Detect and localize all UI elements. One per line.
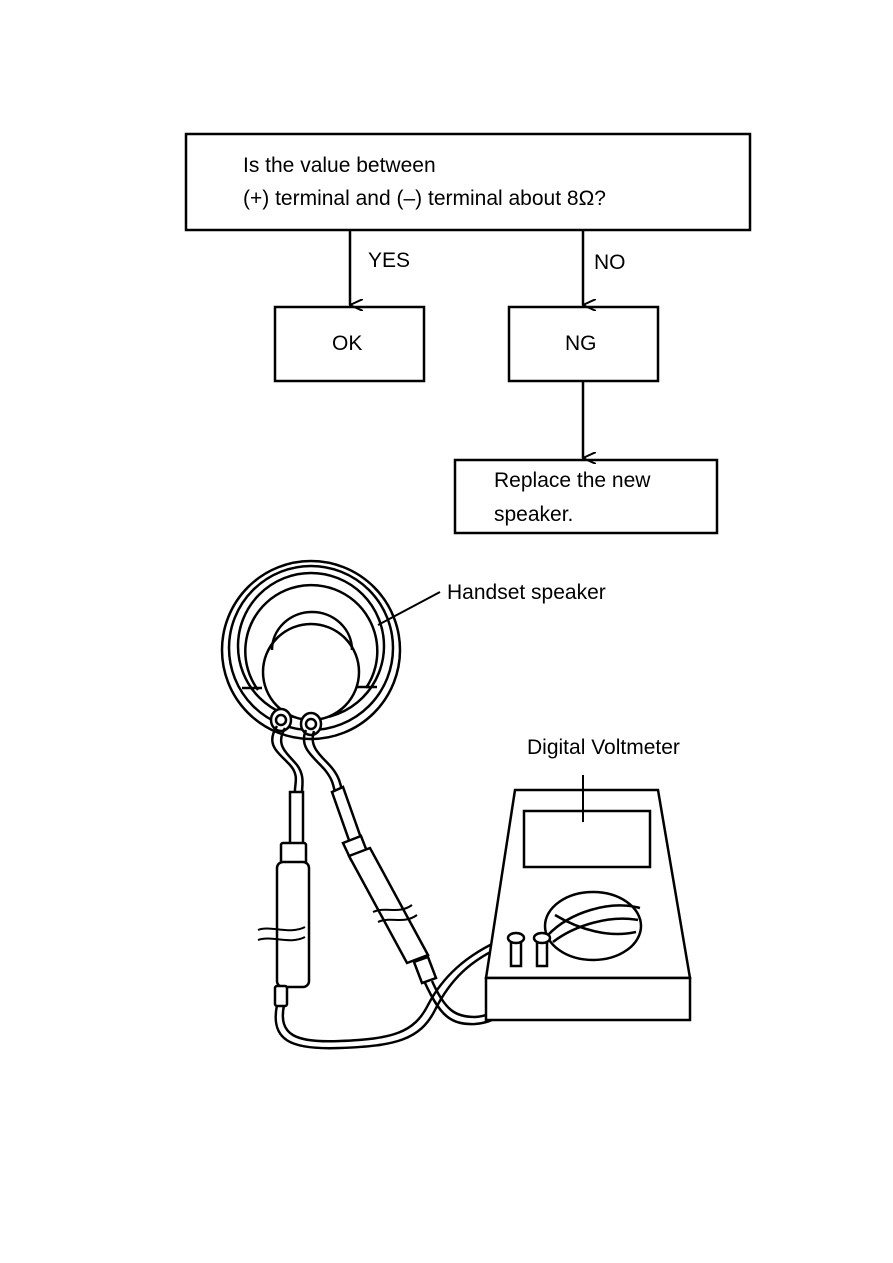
meter-dial xyxy=(543,890,643,962)
ng-label: NG xyxy=(565,332,597,355)
question-box xyxy=(184,132,752,232)
replace-line-2: speaker. xyxy=(494,503,574,526)
question-line-2: (+) terminal and (–) terminal about 8Ω? xyxy=(243,187,606,210)
meter-label: Digital Voltmeter xyxy=(527,736,680,759)
meter-display xyxy=(522,809,652,869)
no-label: NO xyxy=(594,251,626,274)
left-probe xyxy=(273,790,311,1008)
speaker-label: Handset speaker xyxy=(447,581,606,604)
replace-line-1: Replace the new xyxy=(494,469,651,492)
lead-wires xyxy=(271,725,344,794)
ok-box xyxy=(273,305,426,383)
ok-label: OK xyxy=(332,332,363,355)
right-probe-break xyxy=(372,904,418,923)
meter-jacks xyxy=(506,931,552,968)
right-probe xyxy=(330,785,438,985)
question-line-1: Is the value between xyxy=(243,154,436,177)
digital-voltmeter xyxy=(484,775,692,1022)
left-probe-break xyxy=(257,926,306,942)
handset-speaker xyxy=(220,559,441,741)
yes-label: YES xyxy=(368,249,411,272)
replace-box xyxy=(453,458,719,535)
